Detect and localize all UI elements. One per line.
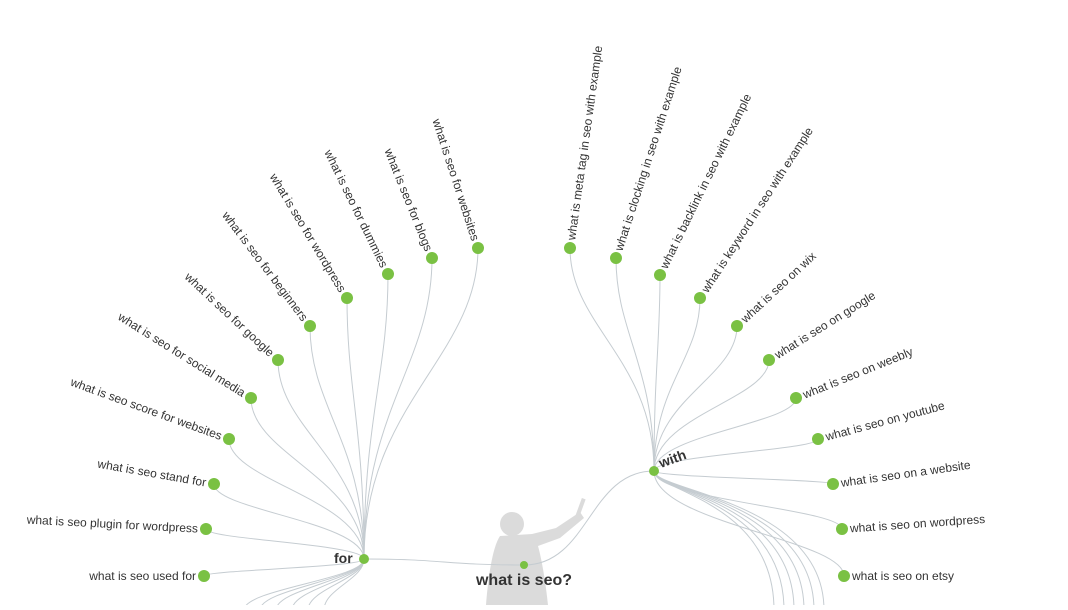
root-dot xyxy=(520,561,528,569)
leaf-label[interactable]: what is seo on wordpress xyxy=(848,512,985,535)
leaf-node-dot[interactable] xyxy=(694,292,706,304)
leaf-label[interactable]: what is seo for google xyxy=(181,269,277,360)
link-layer xyxy=(203,247,845,610)
leaf-node-dot[interactable] xyxy=(223,433,235,445)
leaf-node-dot[interactable] xyxy=(827,478,839,490)
leaf-node-dot[interactable] xyxy=(198,570,210,582)
leaf-node-dot[interactable] xyxy=(564,242,576,254)
leaf-node-dot[interactable] xyxy=(426,252,438,264)
leaf-node-dot[interactable] xyxy=(812,433,824,445)
leaf-node-dot[interactable] xyxy=(836,523,848,535)
leaf-link xyxy=(653,397,797,472)
leaf-label[interactable]: what is seo stand for xyxy=(96,456,208,489)
leaf-link xyxy=(569,247,655,472)
leaf-node-dot[interactable] xyxy=(382,268,394,280)
hub-node-dot-for[interactable] xyxy=(359,554,369,564)
offscreen-link xyxy=(653,470,785,610)
hub-label-for[interactable]: for xyxy=(334,550,353,566)
leaf-link xyxy=(309,325,365,560)
leaf-link xyxy=(653,274,661,472)
root-label: what is seo? xyxy=(475,572,572,589)
leaf-link xyxy=(653,470,845,577)
offscreen-link xyxy=(653,470,775,610)
leaf-link xyxy=(653,297,701,472)
leaf-label[interactable]: what is seo on weebly xyxy=(800,345,915,402)
leaf-link xyxy=(363,257,433,560)
leaf-label[interactable]: what is seo for blogs xyxy=(381,146,435,254)
leaf-link xyxy=(205,528,365,560)
leaf-node-dot[interactable] xyxy=(272,354,284,366)
leaf-link xyxy=(250,397,365,560)
leaf-node-dot[interactable] xyxy=(763,354,775,366)
leaf-link xyxy=(363,273,389,560)
leaf-node-dot[interactable] xyxy=(610,252,622,264)
root-link-for xyxy=(363,558,525,566)
leaf-node-dot[interactable] xyxy=(838,570,850,582)
leaf-label[interactable]: what is seo on a website xyxy=(839,458,972,490)
leaf-node-dot[interactable] xyxy=(341,292,353,304)
leaf-link xyxy=(653,438,819,472)
leaf-node-dot[interactable] xyxy=(472,242,484,254)
hub-node-dot-with[interactable] xyxy=(649,466,659,476)
leaf-link xyxy=(228,438,365,560)
leaf-label[interactable]: what is clocking in seo with example xyxy=(612,65,685,254)
leaf-label[interactable]: what is seo plugin for wordpress xyxy=(25,513,198,536)
node-layer xyxy=(198,242,850,582)
leaf-link xyxy=(363,247,479,560)
leaf-label[interactable]: what is seo on wix xyxy=(737,249,819,326)
root-link-with xyxy=(523,470,655,566)
leaf-node-dot[interactable] xyxy=(245,392,257,404)
leaf-label[interactable]: what is seo on etsy xyxy=(851,569,954,583)
mascot-figure-icon xyxy=(486,497,586,605)
leaf-node-dot[interactable] xyxy=(304,320,316,332)
leaf-link xyxy=(615,257,655,472)
leaf-link xyxy=(653,359,770,472)
leaf-label[interactable]: what is seo on google xyxy=(771,288,878,362)
leaf-node-dot[interactable] xyxy=(654,269,666,281)
offscreen-link xyxy=(243,558,365,610)
leaf-node-dot[interactable] xyxy=(731,320,743,332)
offscreen-link xyxy=(653,470,795,610)
leaf-label[interactable]: what is meta tag in seo with example xyxy=(564,45,605,242)
leaf-link xyxy=(653,470,834,485)
leaf-node-dot[interactable] xyxy=(790,392,802,404)
leaf-label[interactable]: what is seo for websites xyxy=(429,116,482,242)
leaf-link xyxy=(213,483,365,560)
leaf-node-dot[interactable] xyxy=(208,478,220,490)
leaf-label[interactable]: what is seo on youtube xyxy=(823,398,946,444)
leaf-label[interactable]: what is seo used for xyxy=(88,569,196,583)
leaf-link xyxy=(653,470,843,530)
root-node[interactable]: what is seo? xyxy=(475,561,572,589)
leaf-link xyxy=(277,359,365,560)
leaf-link xyxy=(346,297,365,560)
offscreen-link xyxy=(653,470,825,610)
leaf-link xyxy=(203,558,365,577)
leaf-label[interactable]: what is seo score for websites xyxy=(68,375,224,443)
leaf-link xyxy=(653,325,738,472)
leaf-label[interactable]: what is seo for dummies xyxy=(321,147,391,270)
leaf-node-dot[interactable] xyxy=(200,523,212,535)
